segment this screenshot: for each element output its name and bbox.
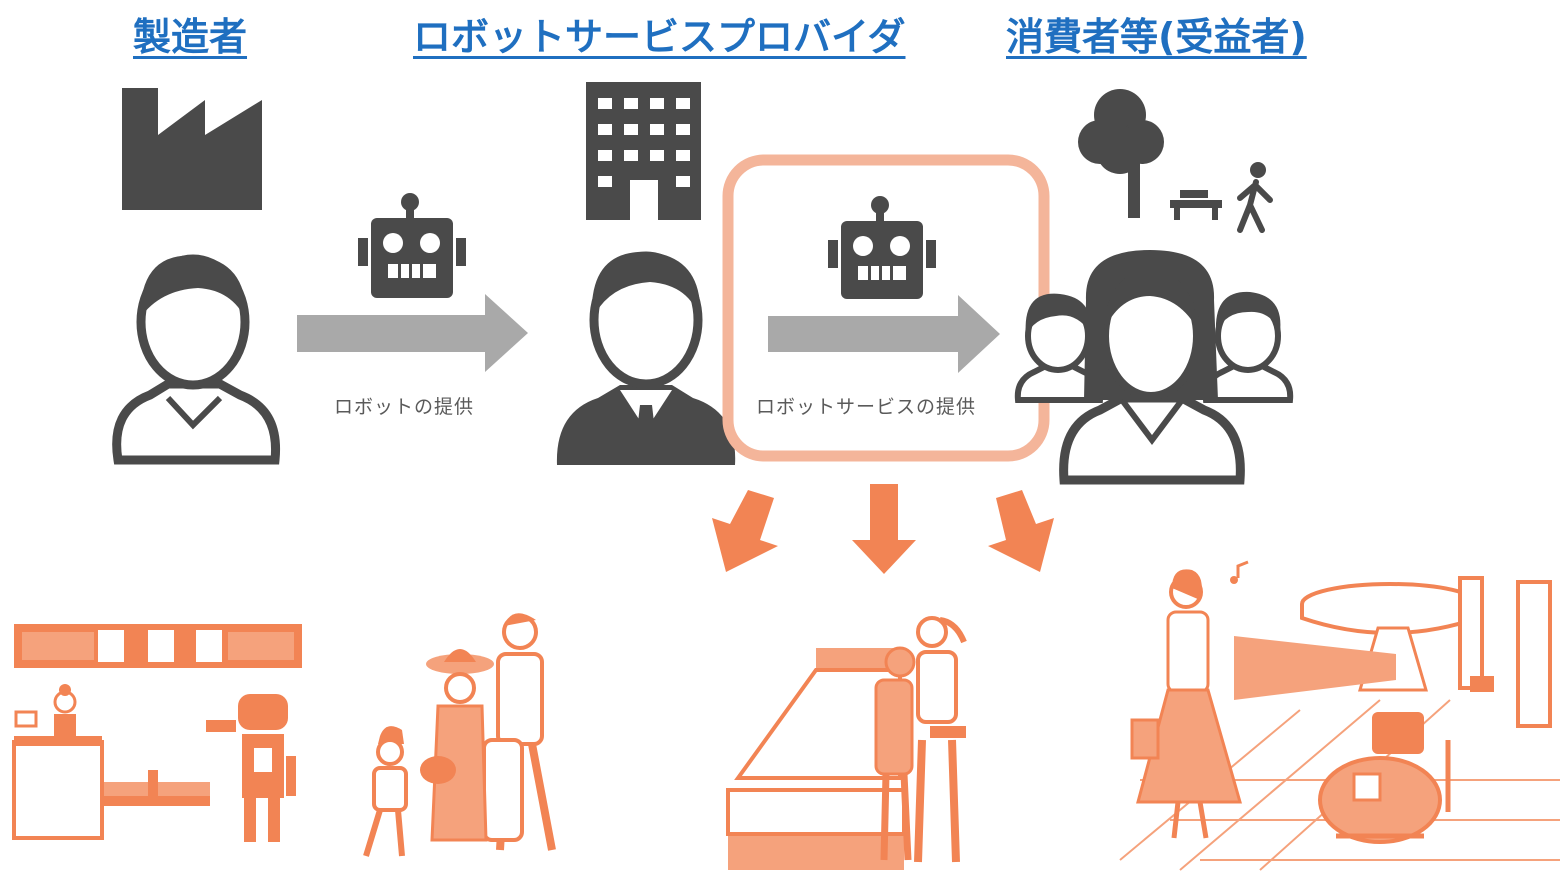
- walking-person-icon: [1237, 162, 1273, 233]
- reception-robot-scene: [12, 624, 302, 842]
- factory-icon: [122, 88, 262, 210]
- consumer-child-icon: [1014, 293, 1104, 403]
- outcome-arrow-left: [712, 490, 778, 572]
- outcome-arrow-right: [988, 490, 1054, 572]
- robot-icon: [358, 193, 466, 298]
- bench-icon: [1170, 190, 1222, 220]
- travelling-family-scene: [363, 613, 556, 857]
- service-supply-caption: ロボットサービスの提供: [756, 396, 977, 418]
- outcome-arrow-center: [852, 484, 916, 574]
- robot-supply-caption: ロボットの提供: [334, 396, 475, 418]
- park-tree-icon: [1078, 89, 1164, 218]
- mall-cleaning-scene: [1119, 560, 1560, 871]
- manufacturer-person-icon: [112, 254, 281, 465]
- provider-heading-link[interactable]: ロボットサービスプロバイダ: [413, 15, 906, 59]
- service-arrow: [768, 295, 1000, 373]
- building-icon: [586, 82, 701, 220]
- robot-icon: [828, 196, 936, 299]
- provider-person-icon: [556, 251, 736, 465]
- supply-arrow: [297, 294, 528, 372]
- consumer-heading-link[interactable]: 消費者等(受益者): [1006, 15, 1307, 59]
- consumer-woman-icon: [1059, 250, 1245, 485]
- manufacturer-heading-link[interactable]: 製造者: [133, 15, 248, 59]
- care-assist-scene: [726, 616, 967, 870]
- consumer-elder-icon: [1202, 291, 1294, 403]
